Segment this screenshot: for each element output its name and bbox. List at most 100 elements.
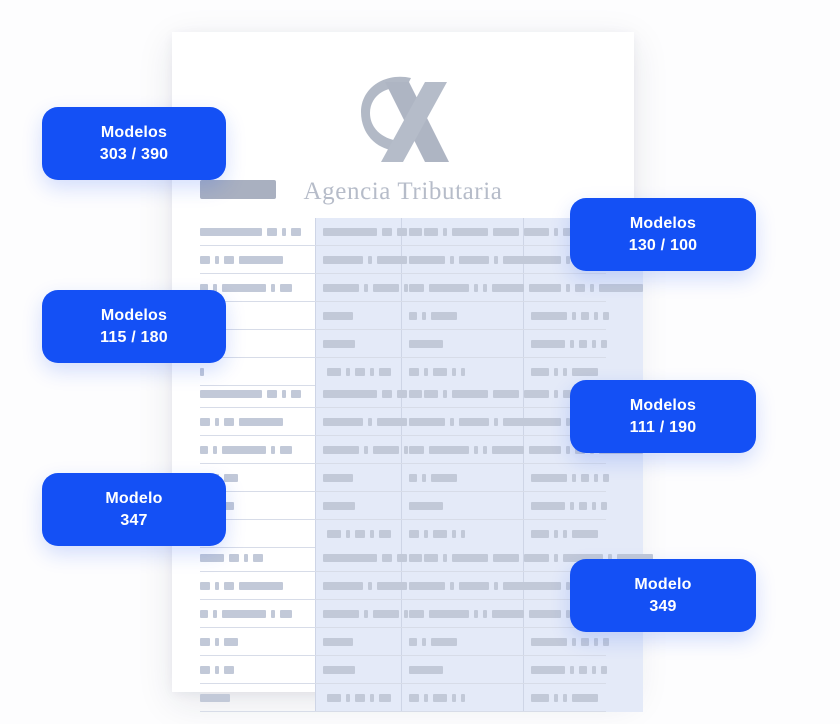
- skeleton-bar: [364, 283, 368, 292]
- callout-badge-modelos-115-180[interactable]: Modelos 115 / 180: [42, 290, 226, 363]
- skeleton-bar: [346, 693, 350, 702]
- skeleton-bar: [608, 553, 612, 562]
- skeleton-bar: [323, 609, 359, 618]
- skeleton-bar: [239, 417, 283, 426]
- skeleton-bar: [222, 283, 266, 292]
- skeleton-cell: [200, 380, 315, 407]
- skeleton-bar: [452, 227, 488, 236]
- callout-badge-line2: 130 / 100: [628, 236, 698, 254]
- skeleton-bar: [370, 367, 374, 376]
- skeleton-bar: [575, 283, 585, 292]
- skeleton-bar: [581, 473, 589, 482]
- skeleton-bar: [554, 693, 558, 702]
- skeleton-bar: [409, 693, 419, 702]
- skeleton-bar: [200, 367, 204, 376]
- callout-badge-line1: Modelos: [100, 123, 168, 141]
- callout-badge-line2: 349: [649, 597, 677, 615]
- skeleton-bar: [579, 665, 587, 674]
- skeleton-rows: [200, 544, 653, 712]
- skeleton-cell: [523, 464, 643, 491]
- skeleton-bar: [531, 473, 567, 482]
- skeleton-cell: [401, 600, 558, 627]
- skeleton-bar: [492, 283, 524, 292]
- skeleton-bar: [579, 339, 587, 348]
- skeleton-bar: [409, 609, 415, 618]
- skeleton-cell: [523, 302, 643, 329]
- skeleton-bar: [429, 609, 469, 618]
- callout-badge-line2: 347: [120, 511, 148, 529]
- skeleton-bar: [215, 581, 219, 590]
- callout-badge-line1: Modelos: [629, 396, 697, 414]
- skeleton-bar: [474, 609, 478, 618]
- skeleton-bar: [617, 553, 653, 562]
- skeleton-bar: [452, 367, 456, 376]
- callout-badge-modelos-111-190[interactable]: Modelos 111 / 190: [570, 380, 756, 453]
- skeleton-table-section-1: [200, 180, 645, 386]
- skeleton-bar: [224, 581, 234, 590]
- skeleton-bar: [200, 553, 224, 562]
- skeleton-cell: [315, 330, 401, 357]
- skeleton-bar: [433, 529, 447, 538]
- column-divider-2: [401, 544, 402, 712]
- skeleton-bar: [452, 553, 488, 562]
- skeleton-bar: [323, 227, 377, 236]
- skeleton-bar: [420, 445, 424, 454]
- skeleton-bar: [282, 389, 286, 398]
- skeleton-bar: [224, 665, 234, 674]
- skeleton-bar: [271, 445, 275, 454]
- skeleton-cell: [523, 520, 643, 547]
- skeleton-bar: [213, 283, 217, 292]
- skeleton-cell: [401, 520, 523, 547]
- column-divider-3: [523, 218, 524, 386]
- skeleton-bar: [291, 389, 301, 398]
- callout-badge-modelo-349[interactable]: Modelo 349: [570, 559, 756, 632]
- skeleton-bar: [461, 367, 465, 376]
- skeleton-cell: [315, 246, 416, 273]
- callout-badge-modelos-303-390[interactable]: Modelos 303 / 390: [42, 107, 226, 180]
- skeleton-bar: [409, 255, 445, 264]
- skeleton-bar: [409, 283, 415, 292]
- skeleton-cell: [315, 572, 416, 599]
- skeleton-cell: [523, 544, 653, 571]
- skeleton-bar: [531, 389, 549, 398]
- skeleton-bar: [397, 553, 407, 562]
- skeleton-cell: [200, 544, 315, 571]
- skeleton-bar: [531, 609, 561, 618]
- skeleton-cell: [401, 572, 553, 599]
- skeleton-cell: [401, 436, 558, 463]
- document-preview-page: Agencia Tributaria: [172, 32, 653, 712]
- skeleton-row: [200, 302, 609, 330]
- skeleton-bar: [346, 529, 350, 538]
- skeleton-cell: [401, 302, 523, 329]
- skeleton-row: [200, 408, 645, 436]
- skeleton-bar: [524, 389, 536, 398]
- skeleton-bar: [280, 283, 292, 292]
- skeleton-bar: [409, 665, 443, 674]
- skeleton-bar: [554, 389, 558, 398]
- skeleton-bar: [271, 609, 275, 618]
- skeleton-bar: [200, 665, 210, 674]
- skeleton-bar: [373, 609, 399, 618]
- skeleton-bar: [346, 367, 350, 376]
- skeleton-cell: [315, 436, 423, 463]
- skeleton-cell: [200, 274, 315, 301]
- skeleton-bar: [450, 255, 454, 264]
- skeleton-bar: [224, 255, 234, 264]
- skeleton-cell: [523, 628, 643, 655]
- skeleton-bar: [572, 637, 576, 646]
- skeleton-cell: [200, 656, 315, 683]
- skeleton-row: [200, 492, 607, 520]
- skeleton-bar: [452, 529, 456, 538]
- skeleton-bar: [483, 609, 487, 618]
- column-divider-1: [315, 218, 316, 386]
- column-divider-3: [523, 380, 524, 548]
- skeleton-bar: [213, 609, 217, 618]
- skeleton-cell: [315, 492, 401, 519]
- skeleton-row: [200, 544, 653, 572]
- callout-badge-modelos-130-100[interactable]: Modelos 130 / 100: [570, 198, 756, 271]
- skeleton-cell: [200, 600, 315, 627]
- skeleton-bar: [200, 445, 208, 454]
- callout-badge-modelo-347[interactable]: Modelo 347: [42, 473, 226, 546]
- skeleton-bar: [531, 693, 549, 702]
